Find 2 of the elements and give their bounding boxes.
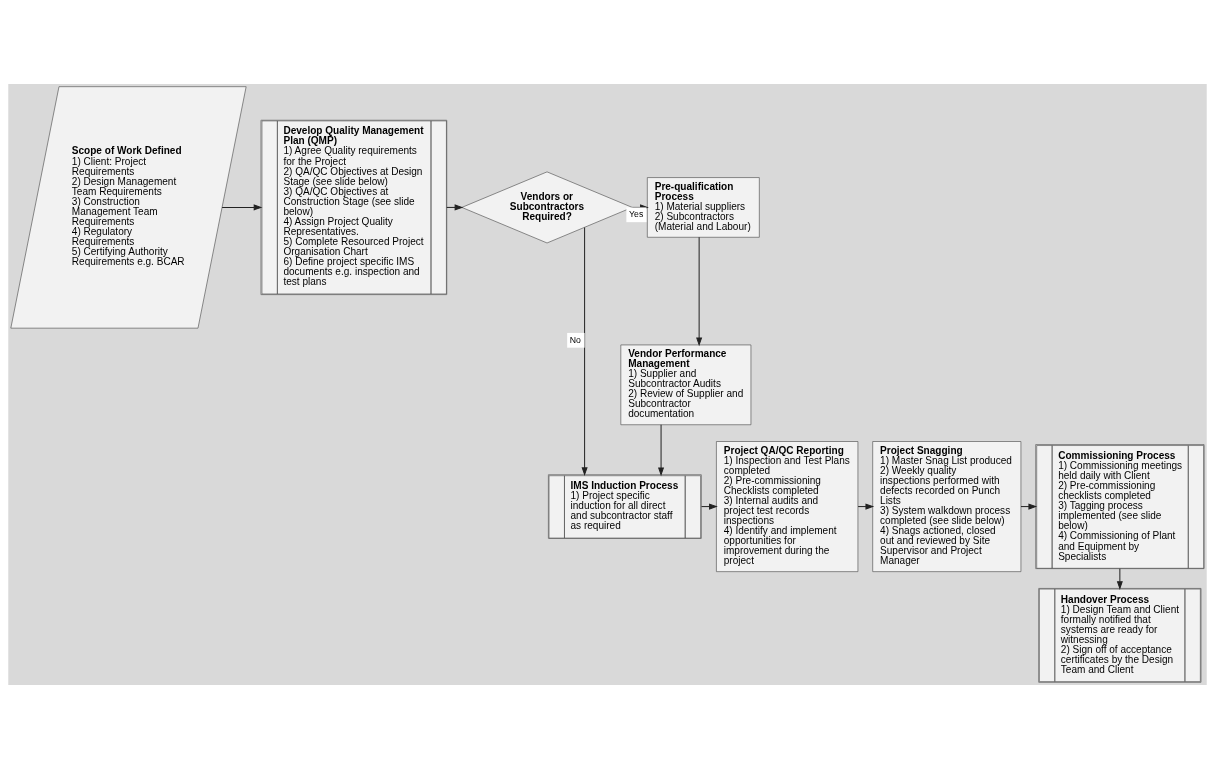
edge-label: No	[569, 334, 581, 345]
edge-label: Yes	[629, 208, 644, 219]
